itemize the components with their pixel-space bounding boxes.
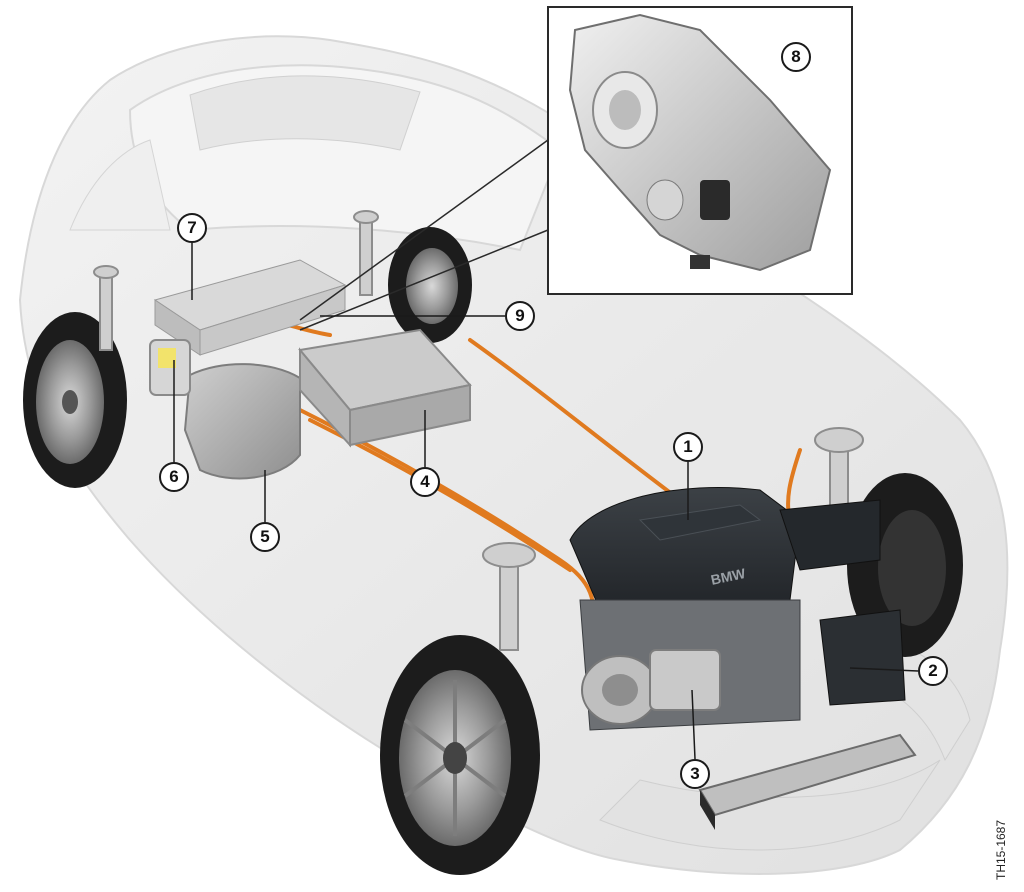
front-left-wheel (380, 635, 540, 875)
callout-4: 4 (410, 467, 440, 497)
callout-9: 9 (505, 301, 535, 331)
callout-leaders (173, 243, 919, 760)
callout-1: 1 (673, 432, 703, 462)
callout-5: 5 (250, 522, 280, 552)
inset-leader-lines (299, 139, 549, 331)
callout-3: 3 (680, 759, 710, 789)
fuel-tank (183, 363, 301, 480)
callout-2: 2 (918, 656, 948, 686)
front-radiator (698, 733, 917, 830)
callout-6: 6 (159, 462, 189, 492)
rear-left-wheel (23, 312, 127, 488)
transmission-detail-inset (547, 6, 853, 295)
high-voltage-starter-generator (581, 649, 721, 725)
rear-right-wheel (388, 227, 472, 343)
document-id: TH15-1687 (994, 819, 1008, 880)
callout-7: 7 (177, 213, 207, 243)
electric-machine-rear (149, 339, 191, 396)
high-voltage-battery (298, 328, 472, 448)
suspension-struts (93, 210, 864, 651)
callout-8: 8 (781, 42, 811, 72)
svg-text:BMW: BMW (709, 565, 747, 588)
